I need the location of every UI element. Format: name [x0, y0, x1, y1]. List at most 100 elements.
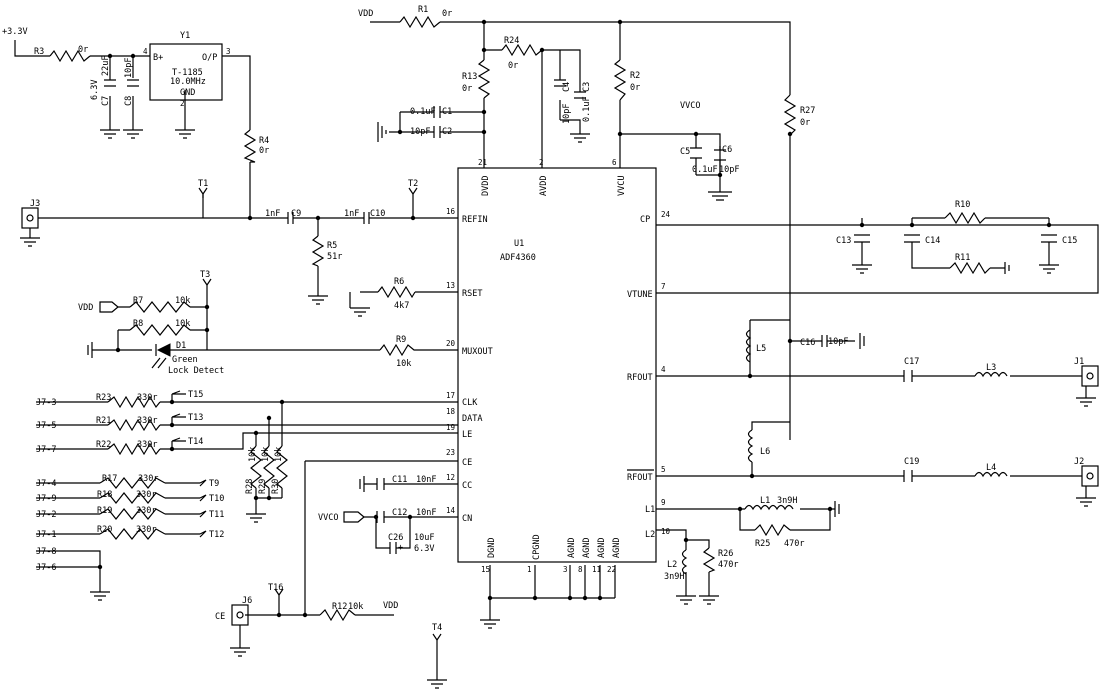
pin-agnd11-name: AGND: [597, 538, 607, 558]
j7-9-label: J7-9: [36, 494, 56, 504]
c12-ref: C12: [392, 508, 407, 518]
osc-out: O/P: [202, 53, 217, 63]
c6-val: 10pF: [719, 165, 739, 175]
c19-ref: C19: [904, 457, 919, 467]
c2-val: 10pF: [410, 127, 430, 137]
r5-val: 51r: [327, 252, 342, 262]
j6-label: J6: [242, 596, 252, 606]
osc-part: T-1185: [172, 68, 203, 78]
pin-agnd3-num: 3: [563, 565, 568, 574]
pin-agnd22-name: AGND: [612, 538, 622, 558]
pin-cpgnd-num: 1: [527, 565, 532, 574]
pin-l1-name: L1: [645, 505, 655, 515]
led-light-arrows: [151, 357, 167, 369]
vvco-port: [343, 511, 365, 523]
r13-ref: R13: [462, 72, 477, 82]
r27-ref: R27: [800, 106, 815, 116]
t2-label: T2: [408, 179, 418, 189]
pin-clk-num: 17: [446, 391, 455, 400]
pin-rset-num: 13: [446, 281, 455, 290]
pin-refin-name: REFIN: [462, 215, 488, 225]
c3-ref: C3: [582, 82, 592, 92]
r24-ref: R24: [504, 36, 519, 46]
net-3v3: +3.3V: [2, 27, 28, 37]
pin-rfoutb-num: 5: [661, 465, 666, 474]
c13-ref: C13: [836, 236, 851, 246]
r28-val: 10k: [248, 447, 258, 462]
r4-ref: R4: [259, 136, 269, 146]
led-body: [156, 343, 171, 357]
t15-label: T15: [188, 390, 203, 400]
pin-agnd8-name: AGND: [582, 538, 592, 558]
j7-8-label: J7-8: [36, 547, 56, 557]
wires: [14, 21, 1099, 680]
r18-ref: R18: [97, 490, 112, 500]
c26-plus-label: +: [398, 543, 403, 553]
r30-ref: R30: [271, 479, 281, 494]
c9-val: 1nF: [265, 209, 280, 219]
r20-val: 330r: [136, 525, 156, 535]
pin-le-num: 19: [446, 423, 455, 432]
pin-vvcu-num: 6: [612, 158, 617, 167]
j7-7-label: J7-7: [36, 445, 56, 455]
c8-val: 10pF: [124, 58, 134, 78]
pin-cn-name: CN: [462, 514, 472, 524]
c11-val: 10nF: [416, 475, 436, 485]
net-vdd-r12: VDD: [383, 601, 398, 611]
j6-body: [231, 604, 249, 626]
pin-vvcu-name: VVCU: [617, 176, 627, 196]
pin-dgnd-num: 15: [481, 565, 490, 574]
c1-ref: C1: [442, 107, 452, 117]
t14-label: T14: [188, 437, 203, 447]
t3-label: T3: [200, 270, 210, 280]
l2-ref: L2: [667, 560, 677, 570]
r20-ref: R20: [97, 525, 112, 535]
c5-val: 0.1uF: [692, 165, 718, 175]
c10-ref: C10: [370, 209, 385, 219]
pin-refin-num: 16: [446, 207, 456, 216]
r18-val: 330r: [136, 490, 156, 500]
connectors: J3 J1 J2 J6 J7-3 J7-5 J7-7 J7-4 J7-9 J7-…: [21, 199, 1099, 626]
r12-ref: R12: [332, 602, 347, 612]
junction-dots: [97, 19, 1052, 618]
r17-ref: R17: [102, 474, 117, 484]
pin-dvdd-num: 21: [478, 158, 487, 167]
led-color: Green: [172, 355, 198, 365]
r7-val: 10k: [175, 296, 190, 306]
r28-ref: R28: [245, 479, 255, 494]
pin-clk-name: CLK: [462, 398, 478, 408]
l6-ref: L6: [760, 447, 770, 457]
c8-ref: C8: [124, 96, 134, 106]
pin-cc-num: 12: [446, 473, 455, 482]
t1-label: T1: [198, 179, 208, 189]
pin-agnd22-num: 22: [607, 565, 616, 574]
pin-data-num: 18: [446, 407, 456, 416]
j7-3-label: J7-3: [36, 398, 56, 408]
r9-val: 10k: [396, 359, 411, 369]
r8-val: 10k: [175, 319, 190, 329]
r25-val: 470r: [784, 539, 804, 549]
t11-label: T11: [209, 510, 224, 520]
pin-cpgnd-name: CPGND: [532, 534, 542, 560]
r21-ref: R21: [96, 416, 111, 426]
r6-ref: R6: [394, 277, 404, 287]
capacitor-labels: C1 0.1uF C2 10pF C3 0.1uF C4 10pF C5 0.1…: [90, 56, 1077, 554]
c4-ref: C4: [562, 82, 572, 92]
t16-label: T16: [268, 583, 283, 593]
c26-volt: 6.3V: [414, 544, 434, 554]
pin-avdd-name: AVDD: [539, 176, 549, 196]
pin-agnd3-name: AGND: [567, 538, 577, 558]
net-ce: CE: [215, 612, 225, 622]
r4-val: 0r: [259, 146, 269, 156]
c11-ref: C11: [392, 475, 407, 485]
r1-val: 0r: [442, 9, 452, 19]
r27-val: 0r: [800, 118, 810, 128]
chip-u1: U1 ADF4360 REFIN 16 RSET 13 MUXOUT 20 CL…: [446, 158, 671, 574]
c3-val: 0.1uF: [582, 96, 592, 122]
l3-ref: L3: [986, 363, 996, 373]
r29-val: 10k: [261, 447, 271, 462]
r12-val: 10k: [348, 602, 363, 612]
pin-ce-num: 23: [446, 448, 455, 457]
l1-val: 3n9H: [777, 496, 797, 506]
pin-cp-name: CP: [640, 215, 650, 225]
